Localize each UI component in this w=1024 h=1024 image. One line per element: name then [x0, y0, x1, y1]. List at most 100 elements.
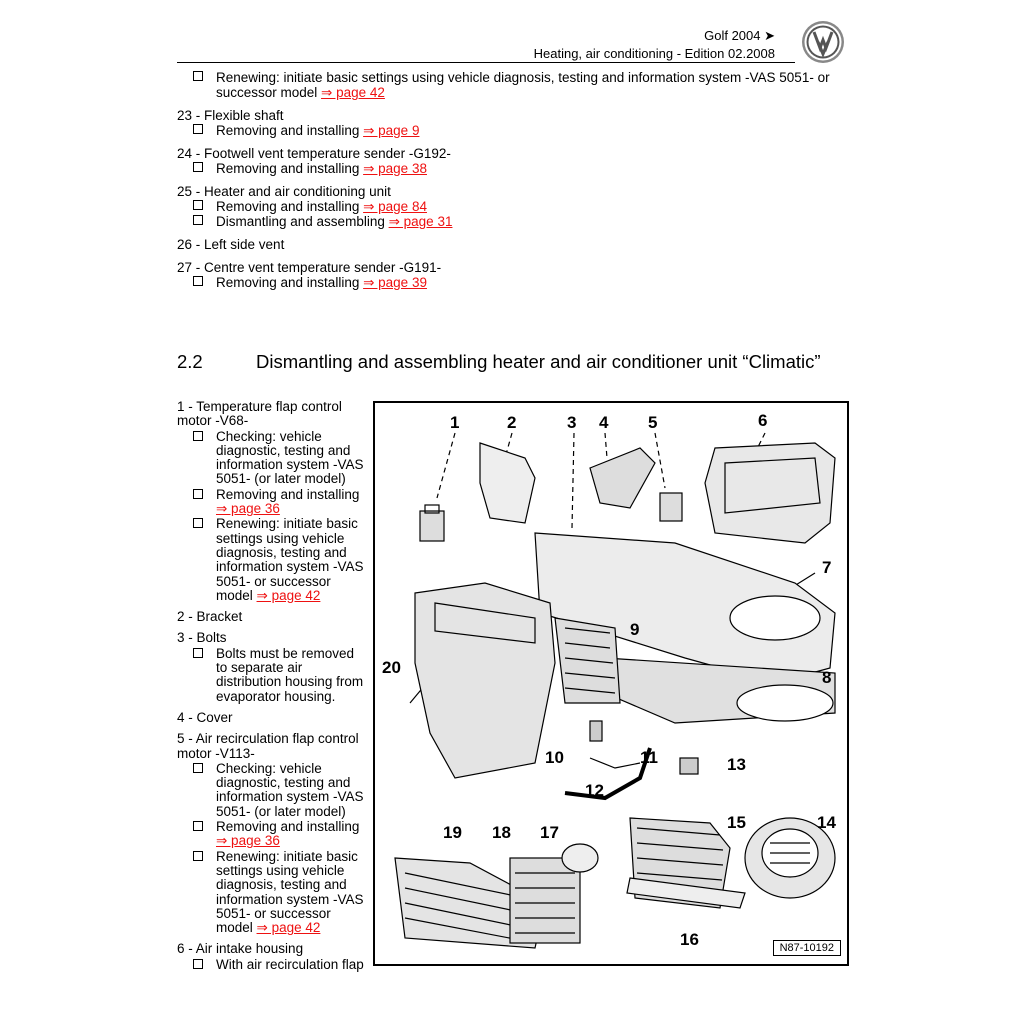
checkbox-icon [193, 762, 203, 773]
sub-item-text: Checking: vehicle diagnostic, testing an… [216, 428, 364, 487]
left-item-list: 1 - Temperature flap control motor -V68-… [177, 399, 369, 979]
sub-item: Removing and installing ⇒ page 36 [177, 486, 369, 517]
item-title: 24 - Footwell vent temperature sender -G… [177, 146, 451, 161]
checkbox-icon [193, 958, 203, 969]
sub-item: Renewing: initiate basic settings using … [177, 848, 369, 936]
checkbox-icon [193, 850, 203, 861]
list-item: 2 - Bracket [177, 609, 369, 625]
item-title: 2 - Bracket [177, 609, 243, 625]
page-link[interactable]: ⇒ page 84 [363, 199, 427, 214]
sub-item-text: Renewing: initiate basic settings using … [216, 848, 364, 936]
sub-item-text: Removing and installing [216, 123, 364, 138]
callout-15: 15 [727, 813, 746, 832]
sub-item-text: Removing and installing [216, 486, 360, 502]
sub-item: Removing and installing ⇒ page 84 [177, 199, 857, 214]
sub-item-text: Bolts must be removed to separate air di… [216, 645, 364, 704]
callout-5: 5 [648, 413, 658, 432]
sub-item-text: Removing and installing [216, 819, 360, 835]
sub-item-text: Renewing: initiate basic settings using … [216, 70, 830, 100]
top-item-list: Renewing: initiate basic settings using … [177, 70, 857, 298]
callout-10: 10 [545, 748, 564, 767]
sub-item: Checking: vehicle diagnostic, testing an… [177, 428, 369, 487]
list-item: 5 - Air recirculation flap control motor… [177, 732, 369, 935]
item-title: 27 - Centre vent temperature sender -G19… [177, 260, 442, 275]
sub-item: Renewing: initiate basic settings using … [177, 517, 369, 603]
callout-6: 6 [758, 411, 768, 430]
item-title: 3 - Bolts [177, 630, 227, 646]
sub-item-text: Removing and installing [216, 161, 364, 176]
item-title: 4 - Cover [177, 709, 233, 725]
sub-item: Removing and installing ⇒ page 9 [177, 123, 857, 138]
header-subtitle: Heating, air conditioning - Edition 02.2… [533, 46, 775, 61]
item-title: 25 - Heater and air conditioning unit [177, 184, 391, 199]
checkbox-icon [193, 518, 203, 529]
callout-1: 1 [450, 413, 460, 432]
callout-8: 8 [822, 668, 832, 687]
list-item: 27 - Centre vent temperature sender -G19… [177, 260, 857, 290]
callout-18: 18 [492, 823, 511, 842]
item-title: 26 - Left side vent [177, 237, 285, 252]
page-link[interactable]: ⇒ page 38 [363, 161, 427, 176]
sub-item-text: Checking: vehicle diagnostic, testing an… [216, 760, 364, 819]
sub-item-text: With air recirculation flap [216, 956, 364, 972]
header-model: Golf 2004 ➤ [704, 28, 775, 43]
page-header: Golf 2004 ➤ Heating, air conditioning - … [177, 20, 847, 63]
page-link[interactable]: ⇒ page 36 [216, 501, 280, 517]
checkbox-icon [193, 162, 203, 172]
callout-14: 14 [817, 813, 836, 832]
callout-3: 3 [567, 413, 577, 432]
callout-9: 9 [630, 620, 640, 639]
page-link[interactable]: ⇒ page 9 [363, 123, 420, 138]
callout-2: 2 [507, 413, 517, 432]
callout-7: 7 [822, 558, 832, 577]
checkbox-icon [193, 821, 203, 832]
page-link[interactable]: ⇒ page 42 [256, 920, 321, 936]
callout-16: 16 [680, 930, 699, 949]
sub-item: With air recirculation flap [177, 956, 369, 972]
checkbox-icon [193, 200, 203, 210]
list-item: 1 - Temperature flap control motor -V68-… [177, 399, 369, 603]
callout-4: 4 [599, 413, 609, 432]
list-item: Renewing: initiate basic settings using … [177, 70, 857, 100]
sub-item: Bolts must be removed to separate air di… [177, 645, 369, 704]
callout-11: 11 [640, 748, 658, 767]
checkbox-icon [193, 124, 203, 134]
checkbox-icon [193, 430, 203, 441]
header-rule [177, 62, 795, 63]
page-link[interactable]: ⇒ page 42 [256, 587, 321, 603]
checkbox-icon [193, 71, 203, 81]
exploded-view-drawing [394, 432, 836, 949]
checkbox-icon [193, 488, 203, 499]
callout-17: 17 [540, 823, 559, 842]
item-title: 23 - Flexible shaft [177, 108, 284, 123]
checkbox-icon [193, 647, 203, 658]
sub-item-text: Renewing: initiate basic settings using … [216, 516, 364, 603]
item-title: 6 - Air intake housing [177, 941, 304, 957]
page-link[interactable]: ⇒ page 31 [388, 214, 453, 229]
sub-item: Removing and installing ⇒ page 39 [177, 275, 857, 290]
callout-19: 19 [443, 823, 462, 842]
section-number: 2.2 [177, 351, 203, 372]
checkbox-icon [193, 276, 203, 286]
section-title: Dismantling and assembling heater and ai… [256, 351, 821, 372]
vw-logo-icon [802, 21, 844, 63]
callout-12: 12 [585, 781, 604, 800]
page-link[interactable]: ⇒ page 36 [216, 833, 280, 849]
page-link[interactable]: ⇒ page 39 [363, 275, 427, 290]
sub-item-text: Removing and installing [216, 199, 364, 214]
page-link[interactable]: ⇒ page 42 [321, 85, 385, 100]
callout-13: 13 [727, 755, 746, 774]
list-item: 26 - Left side vent [177, 237, 857, 252]
list-item: 24 - Footwell vent temperature sender -G… [177, 146, 857, 176]
sub-item: Checking: vehicle diagnostic, testing an… [177, 760, 369, 819]
callout-20: 20 [382, 658, 401, 677]
figure-code: N87-10192 [772, 940, 841, 956]
sub-item: Dismantling and assembling ⇒ page 31 [177, 214, 857, 229]
sub-item: Removing and installing ⇒ page 36 [177, 819, 369, 849]
item-title: 5 - Air recirculation flap control motor… [177, 731, 359, 761]
